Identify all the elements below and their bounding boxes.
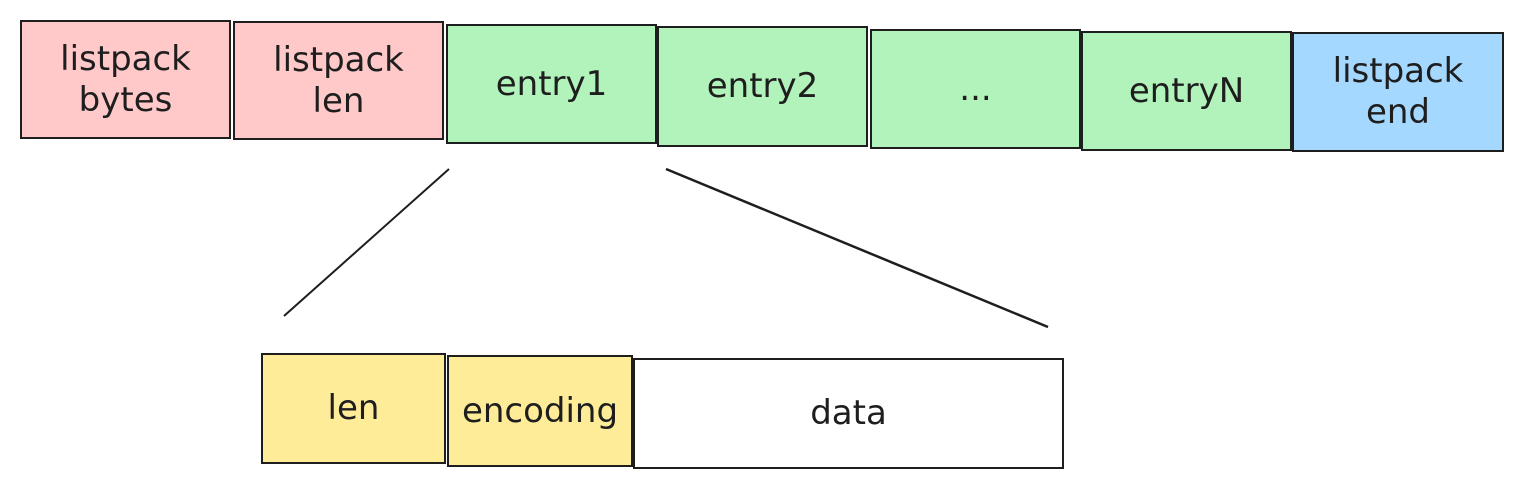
expansion-line-right: [665, 167, 1049, 329]
listpack-end-cell: listpack end: [1292, 32, 1504, 152]
entry2-cell: entry2: [657, 26, 868, 147]
expansion-line-left: [283, 168, 450, 317]
listpack-bytes-cell: listpack bytes: [20, 20, 231, 139]
entryN-cell: entryN: [1081, 31, 1292, 151]
listpack-len-cell: listpack len: [233, 21, 444, 140]
entry1-cell: entry1: [446, 24, 657, 144]
entry-len-cell: len: [261, 353, 446, 464]
entry-encoding-cell: encoding: [447, 355, 633, 467]
entry-data-cell: data: [633, 358, 1064, 469]
ellipsis-cell: ...: [870, 29, 1081, 149]
